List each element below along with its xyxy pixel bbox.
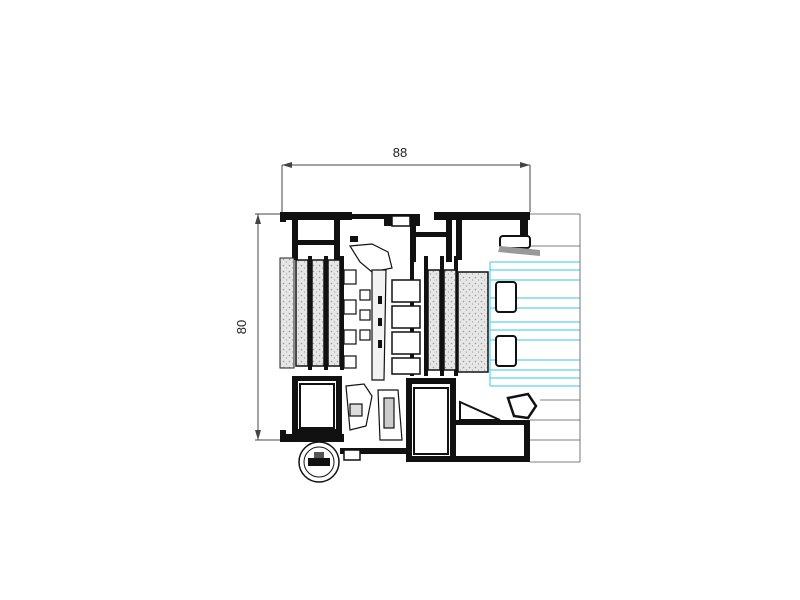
left-thermal-break-bars	[308, 256, 344, 370]
top-glazing-bead	[498, 246, 540, 256]
right-insulation-layers	[427, 269, 457, 371]
bottom-frame-profile	[340, 378, 530, 462]
width-arrow-left	[282, 162, 292, 168]
lower-gasket-hardware	[345, 383, 403, 441]
width-arrow-right	[520, 162, 530, 168]
right-insulation-block	[457, 271, 489, 373]
outer-sash-inner-chamber	[299, 383, 335, 429]
bottom-hardware-box	[343, 449, 361, 461]
bottom-frame-chamber	[413, 387, 449, 455]
height-arrow-bottom	[255, 430, 261, 440]
bottom-drain-slope	[459, 400, 501, 421]
inner-chambers	[391, 279, 421, 375]
width-dimension	[281, 162, 531, 212]
left-insulation-strip	[279, 257, 295, 369]
outer-sash-profile	[280, 212, 352, 442]
glazing-spacers	[495, 281, 517, 367]
frame-continuation-lines	[525, 213, 581, 463]
top-gasket	[499, 235, 531, 249]
height-dimension	[255, 213, 282, 441]
logo-badge-icon	[298, 441, 340, 483]
top-hardware-box	[391, 215, 411, 227]
left-insulation-layers	[295, 259, 341, 367]
width-label: 88	[393, 145, 407, 160]
central-gasket-zone	[343, 243, 393, 381]
central-fittings	[350, 236, 382, 348]
height-label: 80	[234, 320, 249, 334]
bottom-glazing-gasket	[506, 392, 538, 420]
height-arrow-top	[255, 214, 261, 224]
glazing-panes	[489, 261, 580, 387]
